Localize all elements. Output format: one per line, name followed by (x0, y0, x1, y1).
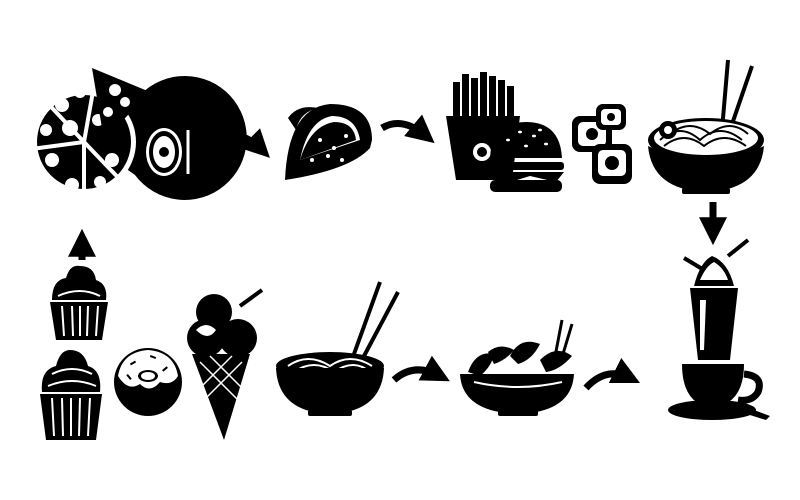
burger-icon (486, 122, 564, 192)
noodle-bowl-icon (276, 281, 400, 416)
ice-cream-cone-icon (187, 288, 264, 440)
coffee-cup-icon (668, 364, 770, 420)
donut-icon (114, 348, 182, 416)
arrow-icon (380, 114, 435, 144)
pizza-icon (23, 68, 247, 210)
sushi-pair-icon (572, 104, 632, 184)
cupcake-icon (50, 265, 108, 340)
ramen-bowl-icon (648, 59, 764, 194)
arrow-icon (218, 128, 270, 158)
salad-bowl-icon (460, 319, 574, 416)
arrow-icon (391, 355, 450, 383)
sushi-roll-icon (146, 128, 206, 176)
arrow-icon (583, 357, 641, 391)
cupcake-icon (40, 350, 102, 440)
milkshake-icon (682, 238, 750, 360)
taco-icon (285, 104, 372, 180)
